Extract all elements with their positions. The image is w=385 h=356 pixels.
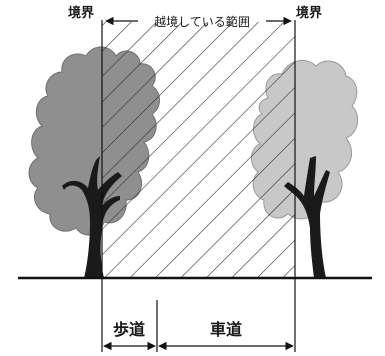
boundary-label-left: 境界	[68, 5, 94, 21]
overhang-zone	[102, 22, 295, 278]
overhang-label: 越境している範囲	[154, 14, 250, 29]
roadway-label: 車道	[210, 320, 242, 339]
right-tree-trunk	[284, 156, 330, 278]
sidewalk-label: 歩道	[113, 320, 145, 339]
boundary-label-right: 境界	[296, 5, 322, 21]
left-tree-trunk	[62, 156, 122, 278]
